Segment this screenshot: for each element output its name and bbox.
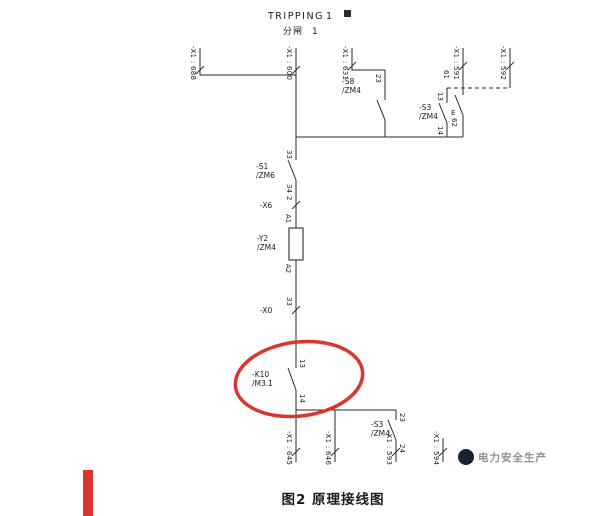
component-s1-device: /ZM6 xyxy=(256,171,275,180)
circuit-wires xyxy=(199,48,511,462)
component-s3-top-name: -S3 xyxy=(419,103,431,112)
pin-s3-aux-top: 61 xyxy=(442,70,450,79)
red-accent-bar xyxy=(83,470,93,516)
pin-s8-top: 23 xyxy=(374,74,382,83)
figure-caption: 图2 原理接线图 xyxy=(281,491,384,508)
terminal-label-x1-631: -X1 : 631 xyxy=(341,46,349,80)
component-y2-name: -Y2 xyxy=(257,234,268,243)
component-y2-device: /ZM4 xyxy=(257,243,276,252)
terminal-x0-name: -X0 xyxy=(260,306,272,315)
component-k10-device: /M3.1 xyxy=(252,379,273,388)
pin-y2-a2: A2 xyxy=(284,264,292,273)
terminal-x0-pin: 33 xyxy=(285,297,293,306)
terminal-label-x1-594: -X1 : 594 xyxy=(432,431,440,466)
terminal-label-x1-592: -X1 : 592 xyxy=(499,46,507,80)
terminal-label-x1-591: -X1 : 591 xyxy=(452,46,460,80)
watermark-text: 电力安全生产 xyxy=(478,451,547,464)
diagram-title-index: 1 xyxy=(326,11,334,22)
diagram-subtitle-index: 1 xyxy=(312,27,319,37)
contact-symbols xyxy=(287,94,464,441)
watermark-logo xyxy=(458,449,474,465)
pin-s3b-top: 23 xyxy=(398,413,406,422)
pin-k10-top: 13 xyxy=(298,359,306,368)
coil-y2-body xyxy=(288,227,304,261)
terminal-label-x1-688: -X1 : 688 xyxy=(189,46,197,80)
header-marker-square xyxy=(344,10,351,17)
tag-s3-e: E xyxy=(451,109,455,117)
terminal-x6-name: -X6 xyxy=(260,201,272,210)
terminal-label-x1-600: -X1 : 600 xyxy=(285,46,293,80)
component-s3b-name: -S3 xyxy=(371,420,383,429)
component-k10-name: -K10 xyxy=(252,370,269,379)
pin-k10-bottom: 14 xyxy=(298,394,306,403)
component-s3-top-device: /ZM4 xyxy=(419,112,438,121)
pin-s3-bottom: 14 xyxy=(436,126,444,135)
pin-s1-bottom: 34 xyxy=(285,184,293,193)
component-s8-device: /ZM4 xyxy=(342,86,361,95)
annotation-ellipse xyxy=(233,339,365,419)
terminal-x6-pin: 2 xyxy=(285,196,293,200)
component-s1-name: -S1 xyxy=(256,162,268,171)
pin-s1-top: 33 xyxy=(285,150,293,159)
pin-y2-a1: A1 xyxy=(284,214,292,223)
terminal-label-x1-593: -X1 : 593 xyxy=(385,431,393,465)
diagram-subtitle: 分闸 xyxy=(283,26,303,37)
pin-s3-top: 13 xyxy=(436,92,444,101)
terminal-label-x1-646: -X1 : 646 xyxy=(324,431,332,466)
diagram-title: TRIPPING xyxy=(267,11,324,22)
component-s8-name: -S8 xyxy=(342,77,354,86)
pin-s3-aux-bottom: 62 xyxy=(450,118,458,127)
terminal-label-x1-645: -X1 : 645 xyxy=(285,431,293,465)
pin-s3b-bottom: 24 xyxy=(398,444,406,453)
component-s3b-device: /ZM4 xyxy=(371,429,390,438)
terminal-ticks xyxy=(195,61,515,457)
